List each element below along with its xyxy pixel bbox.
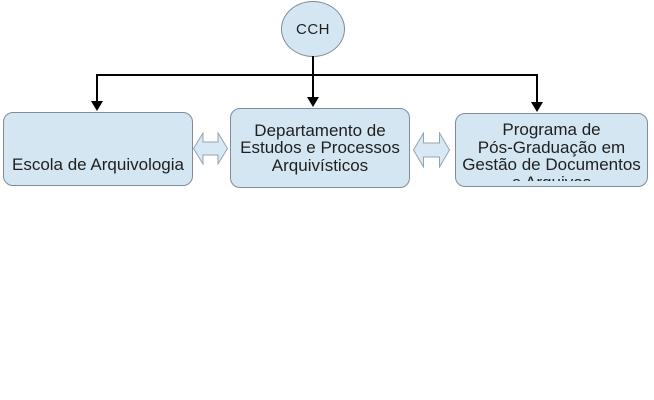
node-label-line-clipped: e Arquivos: [456, 173, 647, 181]
node-label: Programa de Pós-Graduação em Gestão de D…: [456, 121, 647, 181]
connector-horizontal: [96, 74, 538, 76]
double-arrow-icon: [412, 131, 451, 173]
node-programa-pos-graduacao: Programa de Pós-Graduação em Gestão de D…: [455, 113, 648, 187]
node-escola-de-arquivologia: Escola de Arquivologia: [3, 112, 193, 186]
root-node-label: CCH: [296, 20, 330, 38]
node-label-line: Gestão de Documentos: [462, 155, 641, 174]
node-label-line: Escola de Arquivologia: [11, 154, 184, 174]
connector-branch-middle: [312, 74, 314, 98]
root-node-cch: CCH: [281, 1, 345, 57]
arrow-down-icon: [531, 102, 543, 112]
double-arrow-icon: [192, 131, 229, 170]
node-label-line: Programa de: [502, 121, 601, 139]
node-label-line: Estudos e Processos: [240, 138, 400, 158]
node-departamento-estudos-processos: Departamento de Estudos e Processos Arqu…: [230, 108, 410, 188]
node-label-line: Departamento de: [254, 120, 386, 140]
arrow-down-icon: [91, 101, 103, 111]
connector-root-stub: [312, 56, 314, 76]
node-label-line: Arquivísticos: [271, 155, 369, 175]
node-label: Departamento de Estudos e Processos Arqu…: [240, 122, 400, 175]
connector-branch-left: [96, 74, 98, 102]
connector-branch-right: [536, 74, 538, 103]
arrow-down-icon: [307, 97, 319, 107]
node-label-line: Pós-Graduação em: [477, 137, 626, 157]
